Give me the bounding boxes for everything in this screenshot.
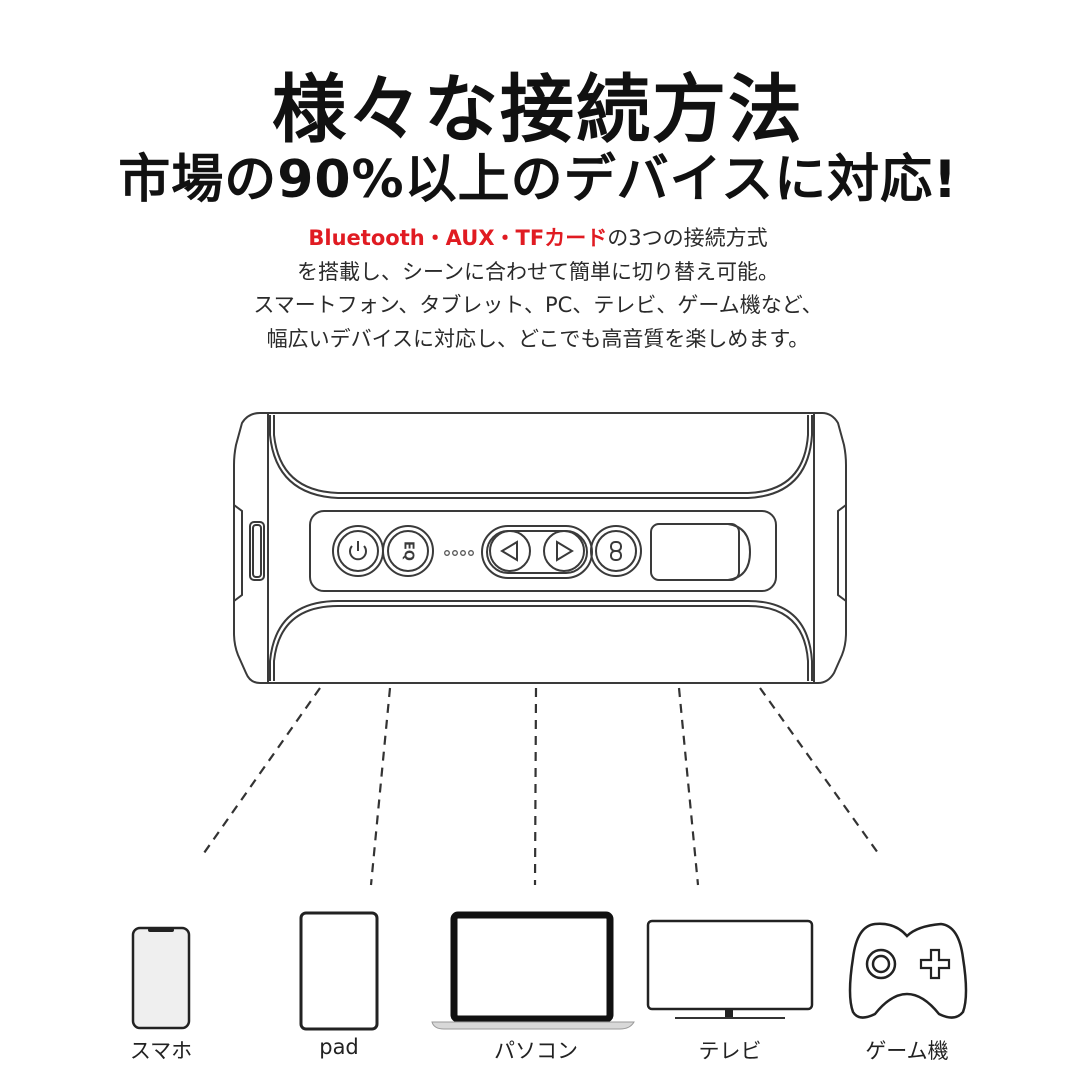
device-label-tv: テレビ xyxy=(698,1039,762,1063)
port-cover xyxy=(650,523,752,581)
description-line-1: Bluetooth・AUX・TFカードの3つの接続方式 xyxy=(308,226,768,250)
device-label-smartphone: スマホ xyxy=(129,1039,193,1063)
dash-line-tv xyxy=(677,687,700,886)
power-icon xyxy=(349,545,367,561)
device-label-laptop: パソコン xyxy=(494,1039,578,1063)
description-line-2: を搭載し、シーンに合わせて簡単に切り替え可能。 xyxy=(297,259,779,284)
eq-icon: EQ xyxy=(401,541,416,561)
smartphone-icon xyxy=(131,926,191,1030)
tv-icon xyxy=(646,919,814,1019)
device-label-tablet: pad xyxy=(319,1035,359,1059)
power-button[interactable] xyxy=(332,525,384,577)
tablet-icon xyxy=(299,911,379,1031)
description: Bluetooth・AUX・TFカードの3つの接続方式 を搭載し、シーンに合わせ… xyxy=(0,222,1076,356)
laptop-icon xyxy=(431,911,635,1030)
dash-line-tablet xyxy=(369,687,392,886)
gamepad-icon xyxy=(848,922,968,1019)
triangle-left-icon xyxy=(500,540,518,562)
dash-line-smartphone xyxy=(203,687,321,854)
speaker-illustration: EQ xyxy=(233,412,847,684)
connection-methods-highlight: Bluetooth・AUX・TFカード xyxy=(308,226,608,250)
previous-button[interactable] xyxy=(489,530,531,572)
device-label-gamepad: ゲーム機 xyxy=(865,1039,949,1063)
dash-line-laptop xyxy=(533,687,538,886)
eq-button[interactable] xyxy=(382,525,434,577)
link-icon xyxy=(610,541,622,561)
description-line-3: スマートフォン、タブレット、PC、テレビ、ゲーム機など、 xyxy=(253,293,823,317)
dash-line-gamepad xyxy=(759,687,879,854)
description-line-4: 幅広いデバイスに対応し、どこでも高音質を楽しめます。 xyxy=(266,326,810,351)
link-button[interactable] xyxy=(590,525,642,577)
battery-indicator-dots xyxy=(444,550,474,556)
next-button[interactable] xyxy=(543,530,585,572)
page-title: 様々な接続方法 xyxy=(272,67,804,153)
page-subtitle: 市場の90%以上のデバイスに対応! xyxy=(118,150,958,210)
triangle-right-icon xyxy=(556,540,574,562)
